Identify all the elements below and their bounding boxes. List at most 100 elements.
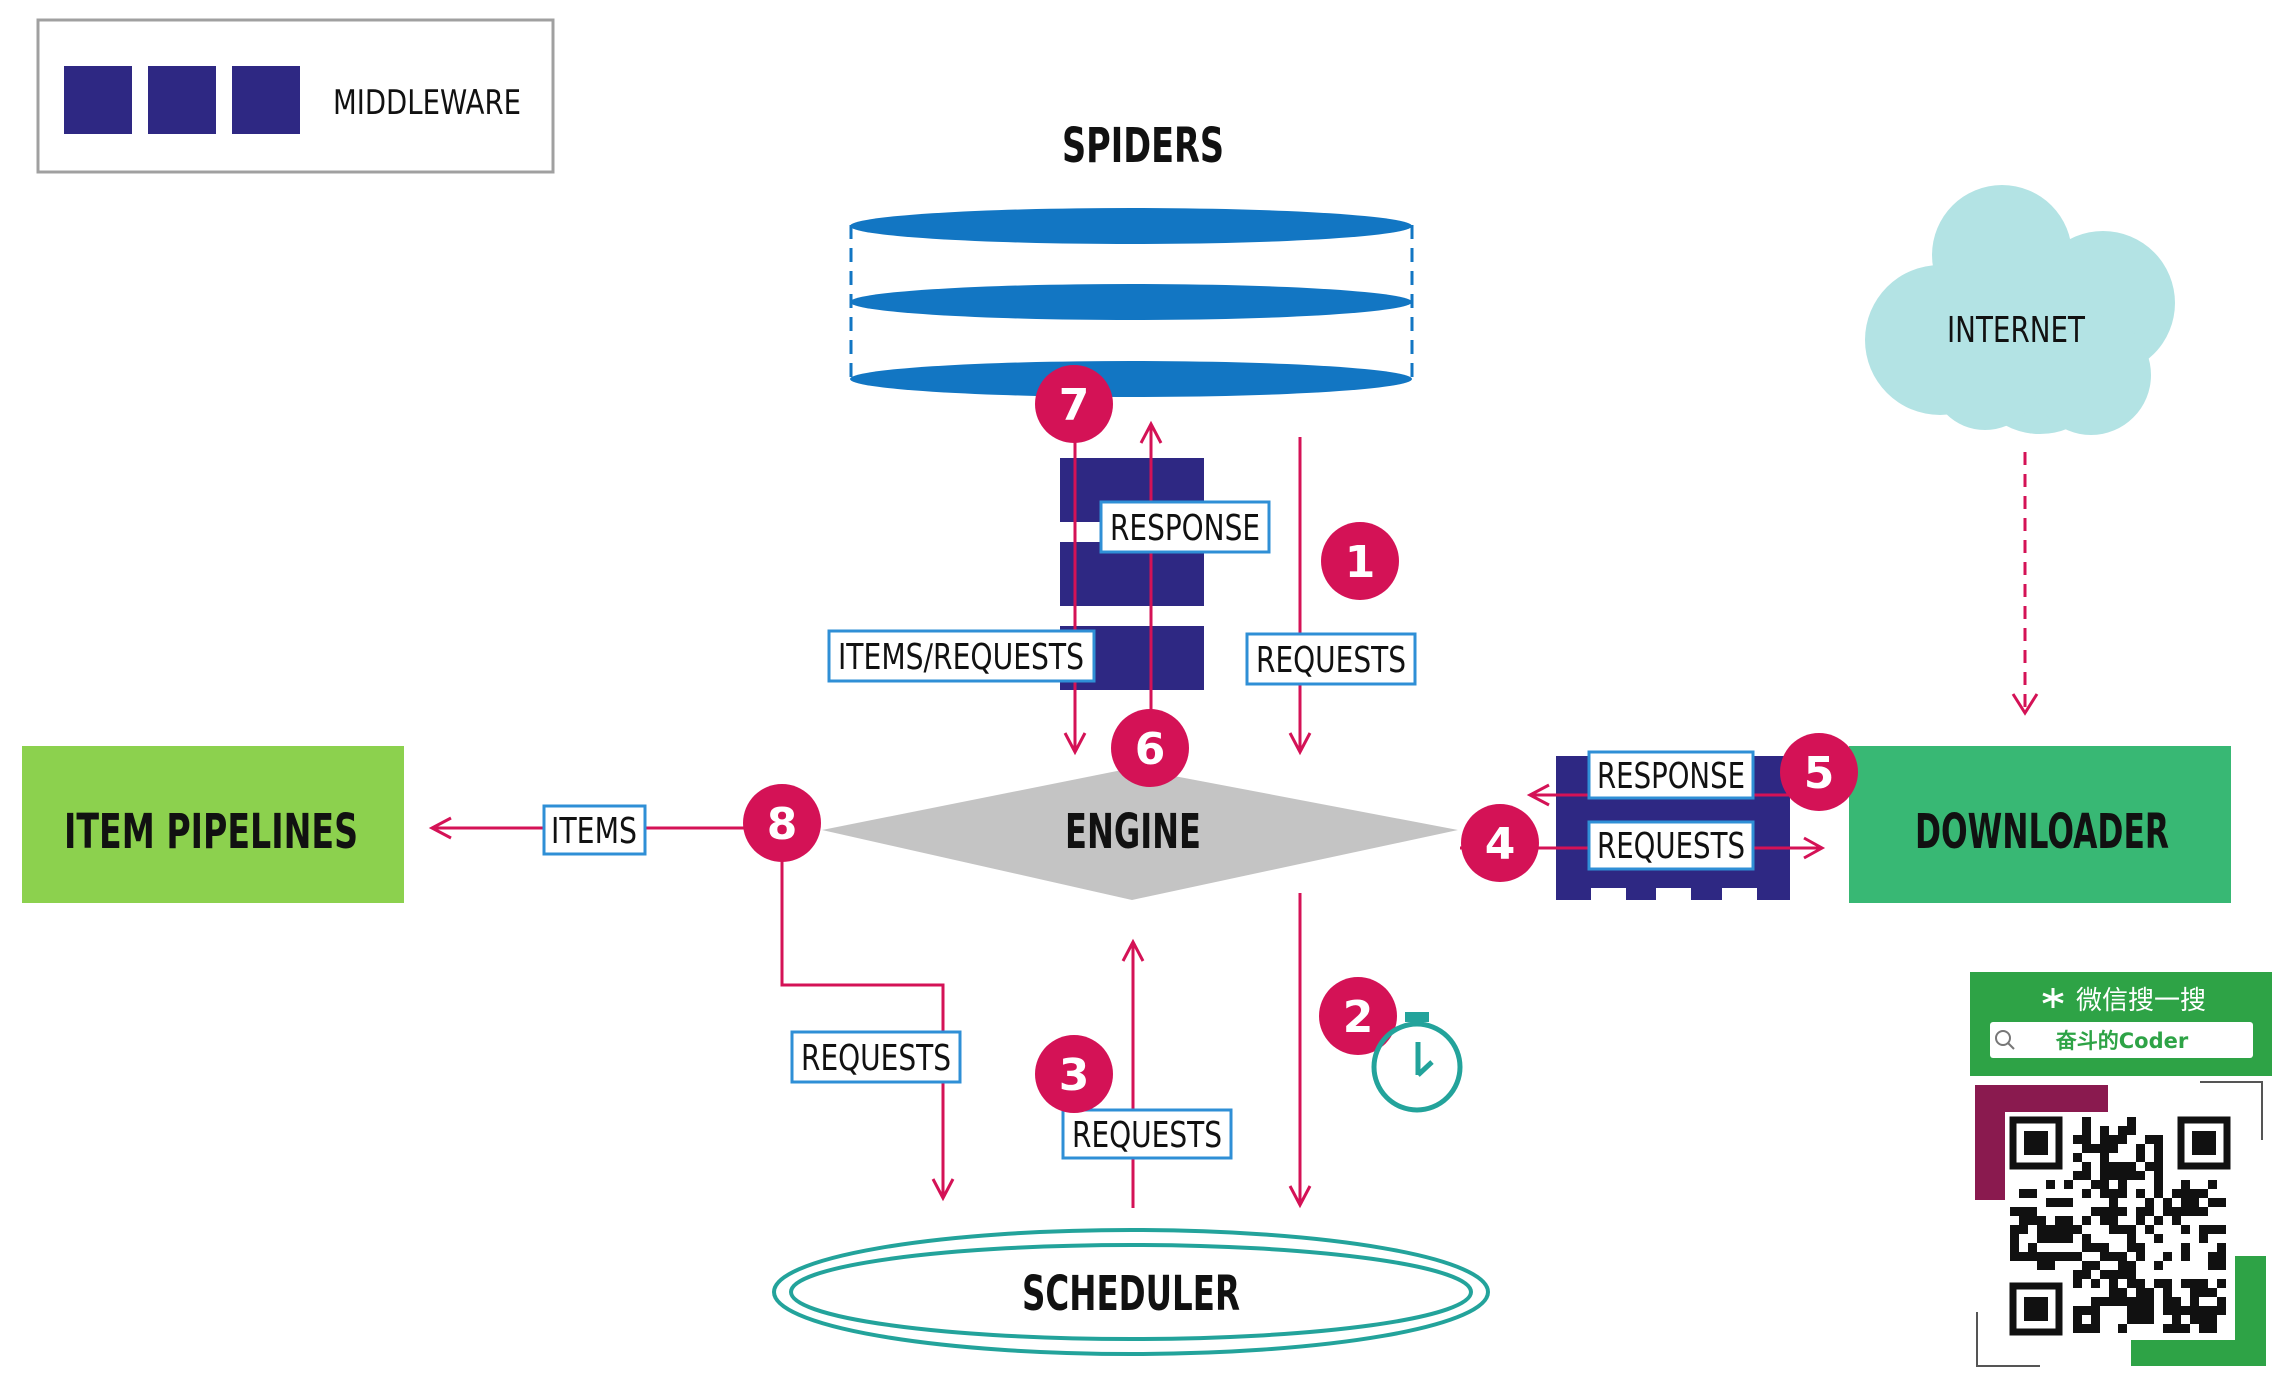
downloader-title: DOWNLOADER: [1915, 804, 2169, 860]
qr-module: [2190, 1189, 2199, 1198]
qr-module: [2091, 1180, 2100, 1189]
step-badges: 1 2 3 4 5 6 7 8: [743, 365, 1858, 1113]
qr-module: [2046, 1198, 2055, 1207]
item-pipelines-node: ITEM PIPELINES: [22, 746, 404, 903]
step-number: 3: [1059, 1050, 1090, 1101]
qr-module: [2199, 1315, 2208, 1324]
qr-module: [2073, 1225, 2082, 1234]
step-badge-7: 7: [1035, 365, 1113, 443]
qr-module: [2082, 1216, 2091, 1225]
qr-module: [2181, 1324, 2190, 1333]
qr-module: [2082, 1117, 2091, 1126]
wechat-search-value[interactable]: 奋斗的Coder: [2055, 1029, 2189, 1053]
qr-module: [2109, 1225, 2118, 1234]
qr-module: [2127, 1297, 2136, 1306]
spiders-node: SPIDERS: [849, 118, 1414, 397]
qr-module: [2082, 1126, 2091, 1135]
spiders-disk: [850, 284, 1412, 320]
qr-module: [2028, 1252, 2037, 1261]
label-downloader-requests: REQUESTS: [1597, 826, 1745, 867]
qr-module: [2109, 1297, 2118, 1306]
qr-module: [2145, 1135, 2154, 1144]
step-number: 5: [1804, 748, 1835, 799]
qr-module: [2091, 1315, 2100, 1324]
qr-module: [2181, 1189, 2190, 1198]
step-badge-1: 1: [1321, 522, 1399, 600]
qr-module: [2028, 1189, 2037, 1198]
qr-code: [2005, 1112, 2235, 1340]
qr-module: [2073, 1306, 2082, 1315]
qr-module: [2118, 1252, 2127, 1261]
qr-module: [2208, 1288, 2217, 1297]
qr-module: [2082, 1324, 2091, 1333]
qr-module: [2118, 1225, 2127, 1234]
wechat-search-box[interactable]: [1990, 1022, 2253, 1058]
qr-module: [2064, 1198, 2073, 1207]
qr-module: [2154, 1261, 2163, 1270]
label-items-requests: ITEMS/REQUESTS: [838, 637, 1084, 678]
label-scheduler-out-requests: REQUESTS: [1072, 1115, 1222, 1156]
spiders-disk: [850, 361, 1412, 397]
qr-module: [2181, 1180, 2190, 1189]
step-number: 4: [1485, 819, 1516, 870]
qr-module: [2100, 1135, 2109, 1144]
qr-module: [2109, 1189, 2118, 1198]
qr-module: [2037, 1252, 2046, 1261]
scheduler-title: SCHEDULER: [1022, 1266, 1240, 1322]
qr-module: [2118, 1189, 2127, 1198]
qr-module: [2073, 1171, 2082, 1180]
qr-module: [2181, 1306, 2190, 1315]
legend: MIDDLEWARE: [36, 18, 555, 174]
legend-swatch: [64, 66, 132, 134]
search-icon: [1995, 1030, 2015, 1050]
qr-module: [2073, 1270, 2082, 1279]
qr-module: [2199, 1324, 2208, 1333]
qr-module: [2154, 1144, 2163, 1153]
qr-module: [2091, 1306, 2100, 1315]
qr-module: [2136, 1153, 2145, 1162]
qr-module: [2037, 1225, 2046, 1234]
qr-module: [2100, 1297, 2109, 1306]
qr-module: [2010, 1225, 2019, 1234]
engine-title: ENGINE: [1065, 804, 1201, 860]
qr-module: [2046, 1225, 2055, 1234]
step-badge-3: 3: [1035, 1035, 1113, 1113]
qr-module: [2091, 1279, 2100, 1288]
qr-module: [2100, 1243, 2109, 1252]
qr-module: [2046, 1234, 2055, 1243]
qr-module: [2199, 1207, 2208, 1216]
qr-module: [2064, 1252, 2073, 1261]
qr-module: [2208, 1315, 2217, 1324]
qr-module: [2100, 1252, 2109, 1261]
qr-module: [2019, 1252, 2028, 1261]
qr-module: [2037, 1216, 2046, 1225]
qr-module: [2010, 1252, 2019, 1261]
step-badge-2: 2: [1319, 977, 1397, 1055]
qr-module: [2172, 1207, 2181, 1216]
qr-module: [2208, 1324, 2217, 1333]
qr-module: [2100, 1126, 2109, 1135]
legend-swatch: [232, 66, 300, 134]
qr-module: [2199, 1288, 2208, 1297]
qr-module: [2127, 1315, 2136, 1324]
qr-module: [2127, 1234, 2136, 1243]
qr-module: [2136, 1297, 2145, 1306]
qr-module: [2136, 1315, 2145, 1324]
qr-module: [2118, 1180, 2127, 1189]
spiders-title: SPIDERS: [1062, 118, 1224, 174]
qr-module: [2199, 1189, 2208, 1198]
qr-module: [2118, 1261, 2127, 1270]
qr-module: [2136, 1306, 2145, 1315]
qr-module: [2190, 1207, 2199, 1216]
qr-module: [2064, 1216, 2073, 1225]
qr-module: [2127, 1171, 2136, 1180]
qr-module: [2100, 1189, 2109, 1198]
wechat-card: 微信搜一搜 奋斗的Coder: [1970, 972, 2272, 1374]
qr-module: [2208, 1225, 2217, 1234]
qr-module: [2019, 1216, 2028, 1225]
qr-module: [2145, 1162, 2154, 1171]
qr-module: [2064, 1225, 2073, 1234]
qr-module: [2064, 1180, 2073, 1189]
qr-module: [2145, 1207, 2154, 1216]
qr-module: [2208, 1261, 2217, 1270]
